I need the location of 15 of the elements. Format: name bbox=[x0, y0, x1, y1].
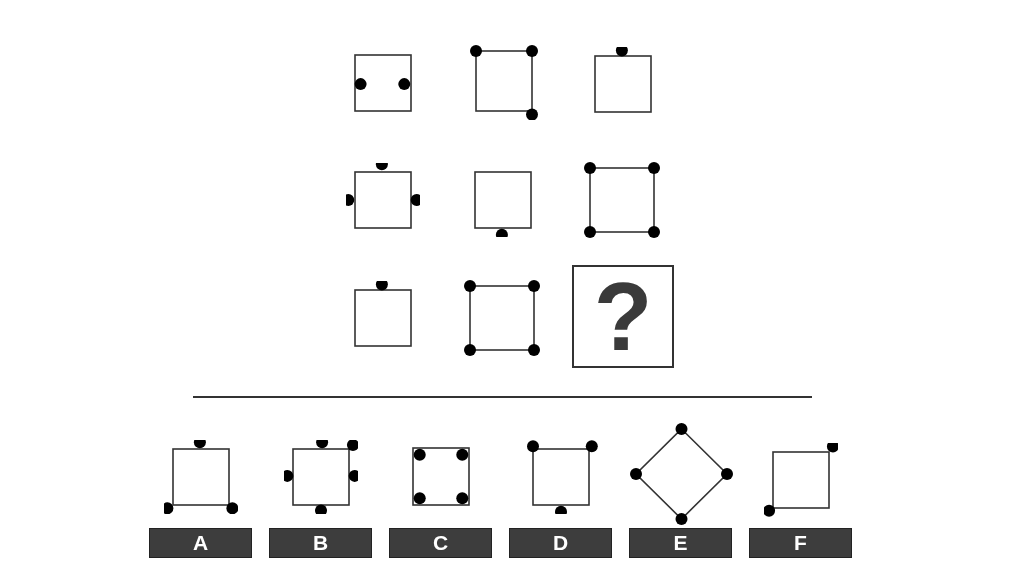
question-box: ? bbox=[572, 265, 674, 368]
square-figure bbox=[764, 443, 838, 517]
square-figure bbox=[461, 277, 543, 359]
option-label: D bbox=[509, 528, 612, 558]
option-label: C bbox=[389, 528, 492, 558]
square-figure bbox=[524, 440, 598, 514]
square-figure bbox=[284, 440, 358, 514]
option-label: E bbox=[629, 528, 732, 558]
option-label: F bbox=[749, 528, 852, 558]
option-label: B bbox=[269, 528, 372, 558]
option-label: A bbox=[149, 528, 252, 558]
square-figure bbox=[164, 440, 238, 514]
square-figure bbox=[467, 42, 541, 120]
square-figure bbox=[581, 159, 663, 241]
diamond-figure bbox=[627, 420, 736, 528]
